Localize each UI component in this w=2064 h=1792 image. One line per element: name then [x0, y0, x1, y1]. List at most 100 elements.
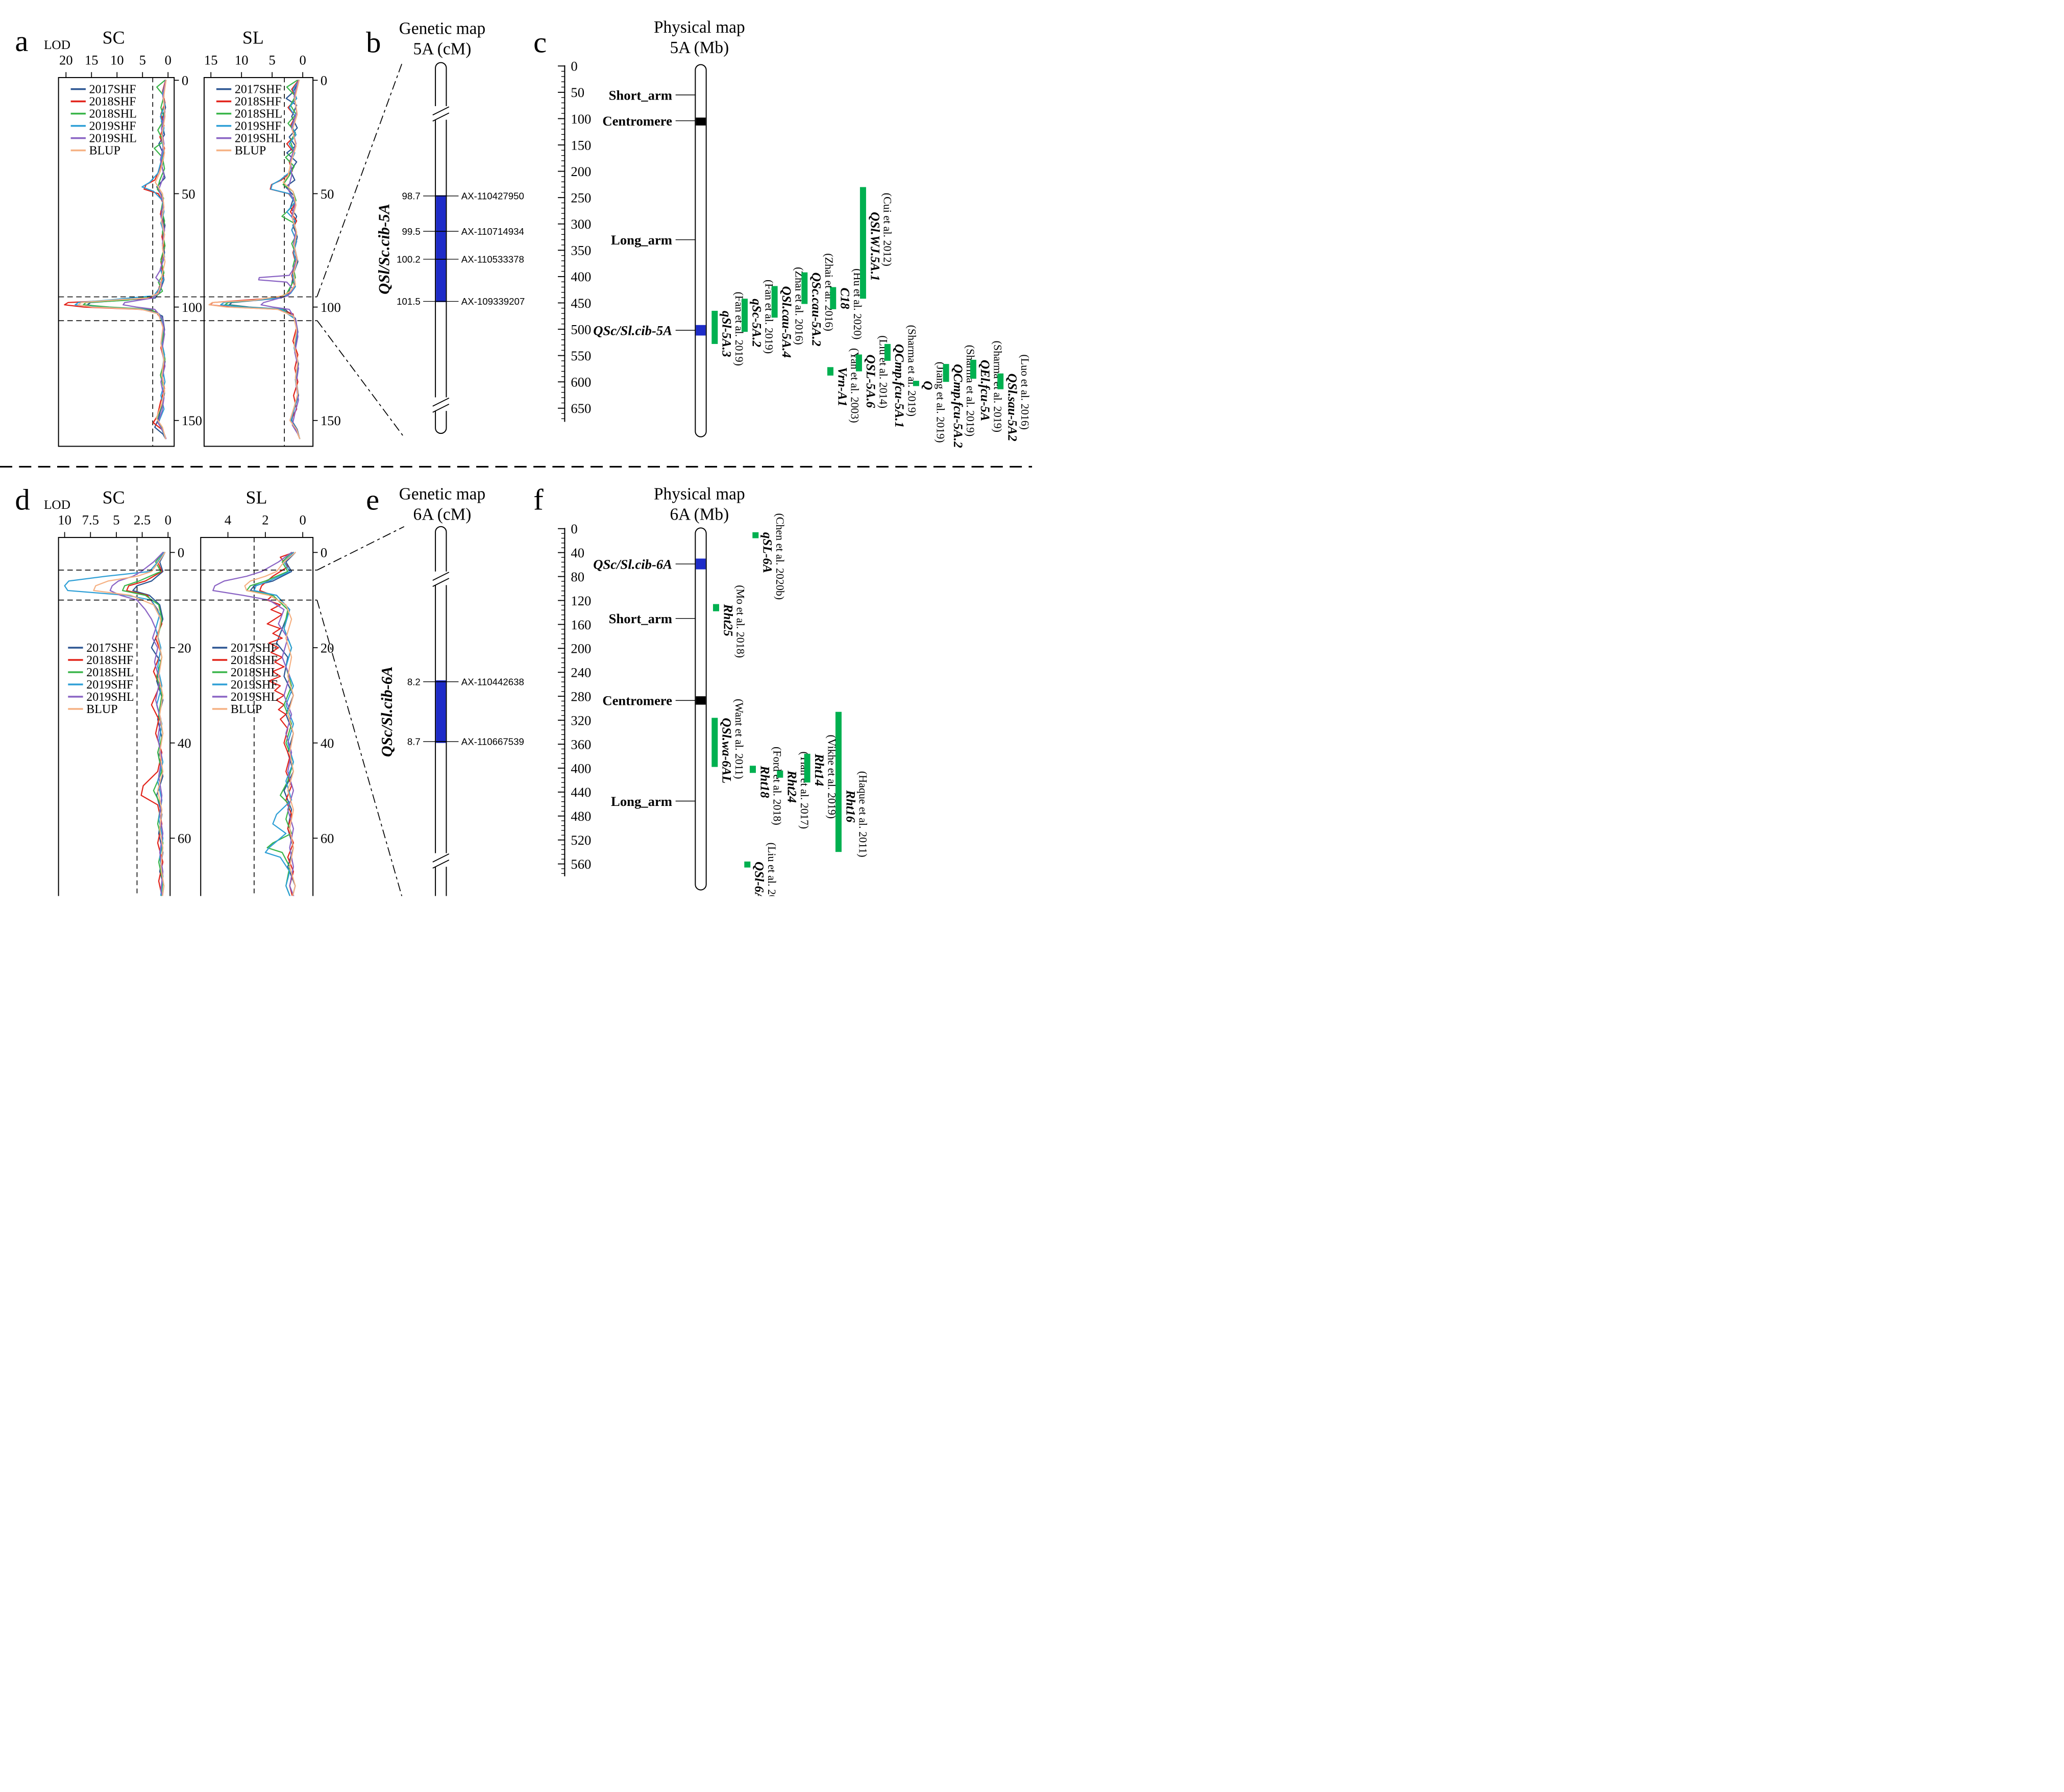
y-tick-label: 0 — [182, 73, 188, 88]
break-mark — [432, 578, 450, 587]
published-qtl-bar — [744, 861, 751, 868]
published-qtl-name: QSl.sau-5A2 — [1005, 374, 1020, 441]
published-qtl-name: Q — [921, 381, 935, 390]
arm-label: Short_arm — [609, 87, 672, 103]
figure-page: { "colors": { "series": { "2017SHF": "#2… — [0, 0, 1033, 896]
published-qtl-cite: (Sharma et al. 2019) — [906, 325, 919, 416]
break-mark — [432, 106, 450, 116]
published-qtl-cite: (Chen et al. 2020b) — [774, 513, 787, 600]
published-qtl-bar — [752, 532, 759, 538]
legend-label: BLUP — [235, 144, 266, 158]
marker-name-label: AX-110714934 — [461, 226, 524, 237]
published-qtl-bar — [712, 604, 719, 611]
break-mark — [432, 860, 450, 869]
ruler-tick-label: 0 — [571, 59, 577, 74]
legend-label: 2017SHF — [231, 642, 278, 655]
plot-frame — [58, 77, 175, 447]
series-line-BLUP — [208, 80, 301, 439]
published-qtl-cite: (Liu et al. 2014) — [766, 843, 778, 896]
published-qtl-name: QSl-6A — [752, 862, 767, 896]
published-qtl-cite: (Haque et al. 2011) — [857, 771, 870, 857]
ruler-tick-label: 450 — [571, 296, 591, 311]
genetic-map-5a-title-line1: Genetic map — [399, 19, 486, 38]
ruler-tick-label: 280 — [571, 689, 591, 704]
legend-label: BLUP — [86, 703, 117, 716]
y-tick-label: 40 — [321, 735, 334, 751]
legend-label: 2019SHL — [86, 691, 134, 704]
ruler-tick-label: 200 — [571, 641, 591, 656]
published-qtl-name: QSL-5A.6 — [864, 355, 878, 408]
genetic-map-6a-title-line2: 6A (cM) — [413, 505, 472, 524]
published-qtl-name: qSL-6A — [760, 532, 775, 573]
arm-label: Long_arm — [611, 232, 672, 248]
y-tick-label: 150 — [182, 413, 202, 428]
legend-label: 2018SHF — [235, 95, 282, 109]
series-line-BLUP — [244, 552, 296, 896]
legend-label: 2019SHF — [235, 120, 282, 133]
panel-label-d: d — [15, 483, 30, 517]
legend-label: 2018SHF — [89, 95, 136, 109]
legend-label: 2018SHF — [86, 654, 133, 667]
break-mark — [432, 572, 450, 581]
published-qtl-bar — [835, 711, 842, 852]
arm-label: Long_arm — [611, 794, 672, 809]
axis-label: LOD — [44, 38, 70, 52]
x-tick-label: 5 — [139, 53, 146, 68]
genetic-map-5a-title-line2: 5A (cM) — [413, 40, 472, 59]
published-qtl-name: Vrn-A1 — [835, 367, 849, 406]
panel-label-f: f — [533, 483, 544, 517]
published-qtl-name: QCmp.fcu-5A.2 — [951, 364, 965, 448]
connector-line — [316, 526, 405, 571]
ruler-tick-label: 40 — [571, 545, 584, 560]
published-qtl-bar — [801, 272, 808, 304]
plot-frame — [203, 77, 314, 447]
x-tick-label: 15 — [85, 53, 99, 68]
published-qtl-name: Rht18 — [757, 765, 772, 798]
published-qtl-name: Rht14 — [812, 753, 826, 786]
legend-label: BLUP — [231, 703, 262, 716]
ruler-tick-label: 600 — [571, 375, 591, 390]
published-qtl-name: Rht16 — [843, 790, 857, 823]
published-qtl-bar — [749, 766, 756, 773]
y-tick-label: 50 — [321, 186, 334, 202]
x-tick-label: 20 — [59, 53, 73, 68]
legend-label: BLUP — [89, 144, 120, 158]
qtl-rotated-label: QSc/Sl.cib-6A — [378, 666, 396, 757]
published-qtl-bar — [777, 770, 783, 778]
plot-title: SC — [103, 27, 125, 47]
plot-title: SC — [103, 487, 125, 507]
legend-label: 2018SHL — [89, 108, 137, 121]
physical-map-f: 0408012016020024028032036040044048052056… — [558, 513, 870, 896]
ruler-tick-label: 360 — [571, 737, 591, 752]
ruler-tick-label: 520 — [571, 832, 591, 848]
x-tick-label: 0 — [300, 512, 306, 528]
series-line-BLUP — [93, 552, 166, 896]
published-qtl-bar — [741, 299, 748, 332]
y-tick-label: 100 — [321, 300, 341, 315]
x-tick-label: 10 — [110, 53, 124, 68]
physical-map-6a-title: Physical map 6A (Mb) — [626, 484, 773, 525]
chromosome — [695, 64, 707, 437]
published-qtl-cite: (Cui et al. 2012) — [881, 193, 894, 266]
arm-label: Short_arm — [609, 611, 672, 626]
physical-map-6a-title-line1: Physical map — [653, 485, 745, 504]
legend-label: 2019SHF — [231, 678, 278, 692]
qtl-segment — [436, 680, 446, 743]
published-qtl-cite: (Ford et al. 2018) — [771, 747, 784, 825]
marker-name-label: AX-109339207 — [461, 296, 525, 307]
genetic-map-5a-title: Genetic map 5A (cM) — [378, 19, 506, 60]
x-tick-label: 4 — [225, 512, 231, 528]
x-tick-label: 10 — [235, 53, 249, 68]
physical-map-5a-title-line2: 5A (Mb) — [670, 38, 729, 57]
x-tick-label: 0 — [165, 53, 171, 68]
series-line-2019SHL — [109, 552, 164, 896]
x-tick-label: 0 — [300, 53, 306, 68]
y-tick-label: 0 — [178, 545, 184, 560]
series-line-2018SHL — [246, 552, 294, 896]
published-qtl-name: qSc-5A.2 — [749, 299, 764, 347]
